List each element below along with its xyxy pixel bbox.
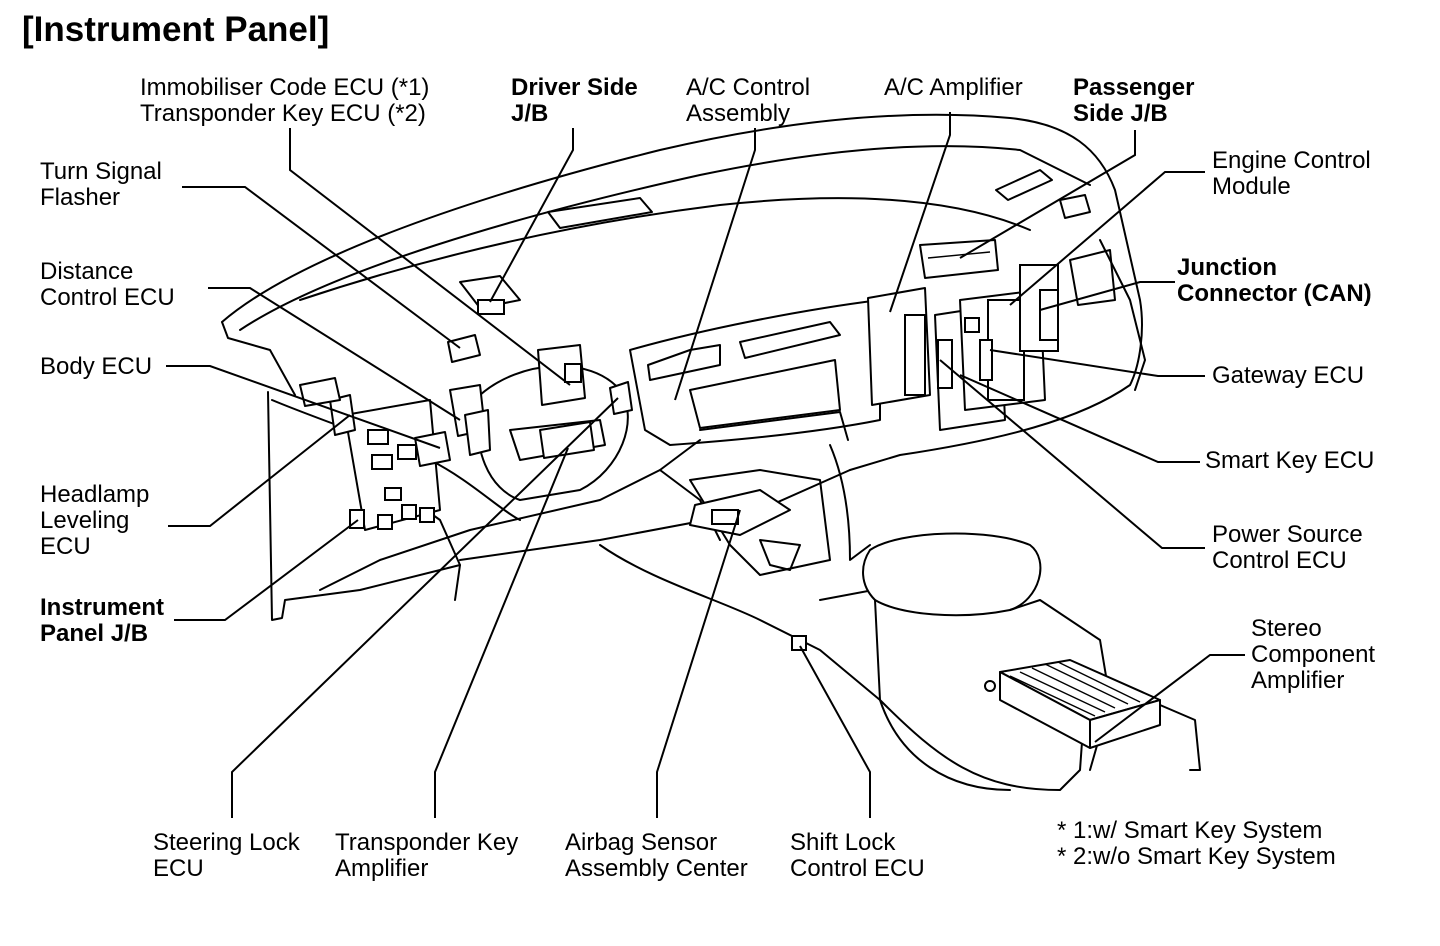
label-stereo-component-amplifier: Stereo Component Amplifier xyxy=(1251,615,1376,694)
label-junction-connector: Junction Connector (CAN) xyxy=(1177,254,1372,307)
label-turn-signal-flasher: Turn Signal Flasher xyxy=(40,158,162,211)
label-engine-control-module: Engine Control Module xyxy=(1212,147,1371,200)
label-power-source-control-ecu: Power Source Control ECU xyxy=(1212,521,1363,574)
label-distance-control-ecu: Distance Control ECU xyxy=(40,258,175,311)
label-smart-key-ecu: Smart Key ECU xyxy=(1205,447,1375,474)
label-headlamp-leveling-ecu: Headlamp Leveling ECU xyxy=(40,481,150,560)
label-transponder-key-amplifier: Transponder Key Amplifier xyxy=(335,829,519,882)
label-steering-lock-ecu: Steering Lock ECU xyxy=(153,829,300,882)
label-airbag-sensor-assembly: Airbag Sensor Assembly Center xyxy=(565,829,748,882)
page-title: [Instrument Panel] xyxy=(22,10,330,49)
leader-lines xyxy=(166,112,1245,818)
label-body-ecu: Body ECU xyxy=(40,353,153,380)
label-ac-amplifier: A/C Amplifier xyxy=(884,74,1023,101)
footnotes: * 1:w/ Smart Key System * 2:w/o Smart Ke… xyxy=(1057,818,1336,870)
label-passenger-side-jb: Passenger Side J/B xyxy=(1073,74,1195,127)
footnote-1: * 1:w/ Smart Key System xyxy=(1057,817,1323,844)
footnote-2: * 2:w/o Smart Key System xyxy=(1057,843,1336,870)
label-ac-control-assembly: A/C Control Assembly xyxy=(686,74,811,127)
label-instrument-panel-jb: Instrument Panel J/B xyxy=(40,594,165,647)
label-immobiliser-ecu: Immobiliser Code ECU (*1) Transponder Ke… xyxy=(140,74,430,127)
label-driver-side-jb: Driver Side J/B xyxy=(511,74,638,127)
components xyxy=(299,239,1201,771)
label-gateway-ecu: Gateway ECU xyxy=(1212,362,1365,389)
label-shift-lock-control-ecu: Shift Lock Control ECU xyxy=(790,829,925,882)
